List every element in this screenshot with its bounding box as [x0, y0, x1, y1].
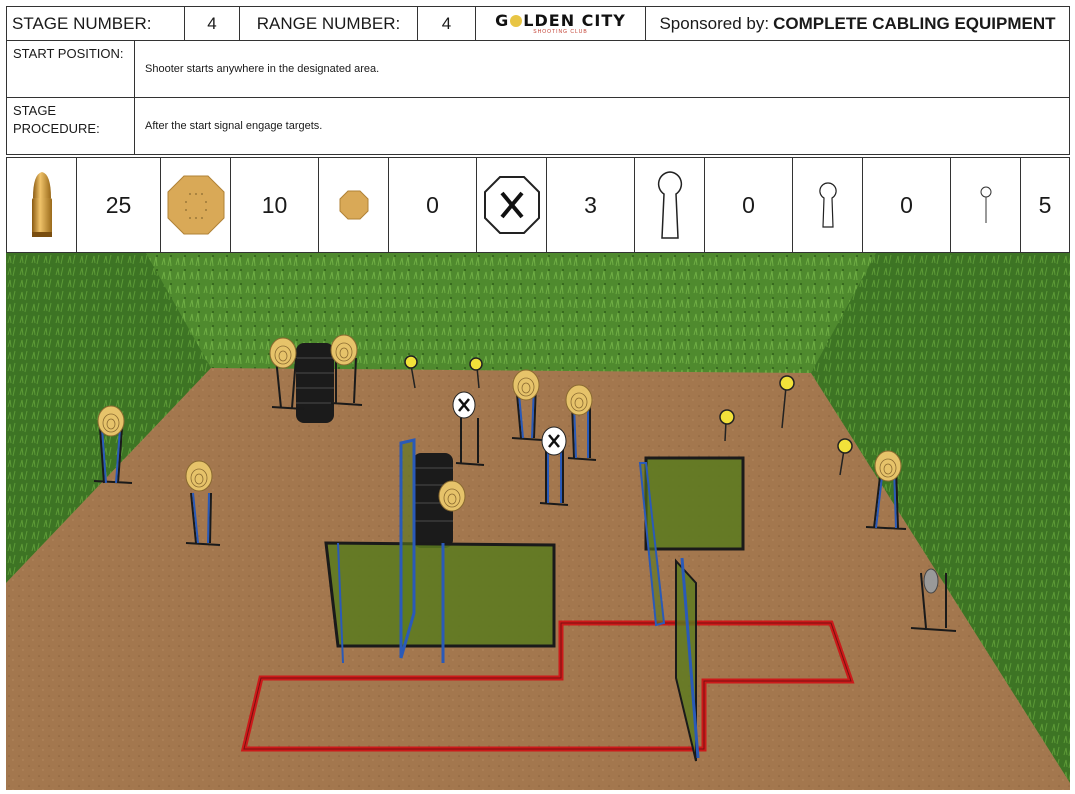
large-poppers-count: 0 [705, 158, 793, 252]
ipsc-target-icon [161, 158, 231, 252]
logo-target-icon [510, 15, 522, 27]
small-popper-icon [793, 158, 863, 252]
start-position-text: Shooter starts anywhere in the designate… [135, 41, 1069, 97]
stage-diagram [6, 253, 1070, 790]
range-number-value: 4 [418, 7, 476, 40]
stage-procedure-label: STAGE PROCEDURE: [7, 98, 135, 154]
sponsor-prefix: Sponsored by: [659, 14, 769, 34]
start-position-row: START POSITION: Shooter starts anywhere … [6, 41, 1070, 98]
large-popper-icon [635, 158, 705, 252]
small-poppers-count: 0 [863, 158, 951, 252]
mini-target-icon [319, 158, 389, 252]
no-shoot-icon [477, 158, 547, 252]
stage-number-value: 4 [185, 7, 240, 40]
range-number-label: RANGE NUMBER: [240, 7, 418, 40]
mini-targets-count: 0 [389, 158, 477, 252]
stage-procedure-text: After the start signal engage targets. [135, 98, 1069, 154]
stage-number-label: STAGE NUMBER: [7, 7, 185, 40]
no-shoots-count: 3 [547, 158, 635, 252]
logo-subtitle: SHOOTING CLUB [533, 29, 587, 35]
sponsor: Sponsored by: COMPLETE CABLING EQUIPMENT [646, 7, 1069, 40]
target-count-row: 25 10 0 3 0 0 [6, 157, 1070, 253]
sponsor-name: COMPLETE CABLING EQUIPMENT [773, 14, 1055, 34]
logo-text: LDEN CITY [523, 11, 626, 30]
stage-procedure-row: STAGE PROCEDURE: After the start signal … [6, 98, 1070, 155]
header-row: STAGE NUMBER: 4 RANGE NUMBER: 4 G LDEN CI… [6, 6, 1070, 41]
start-position-label: START POSITION: [7, 41, 135, 97]
ipsc-targets-count: 10 [231, 158, 319, 252]
bullet-icon [7, 158, 77, 252]
club-logo: G LDEN CITY SHOOTING CLUB [476, 7, 646, 40]
plate-icon [951, 158, 1021, 252]
plates-count: 5 [1021, 158, 1069, 252]
rounds-count: 25 [77, 158, 161, 252]
logo-letter: G [495, 11, 509, 30]
